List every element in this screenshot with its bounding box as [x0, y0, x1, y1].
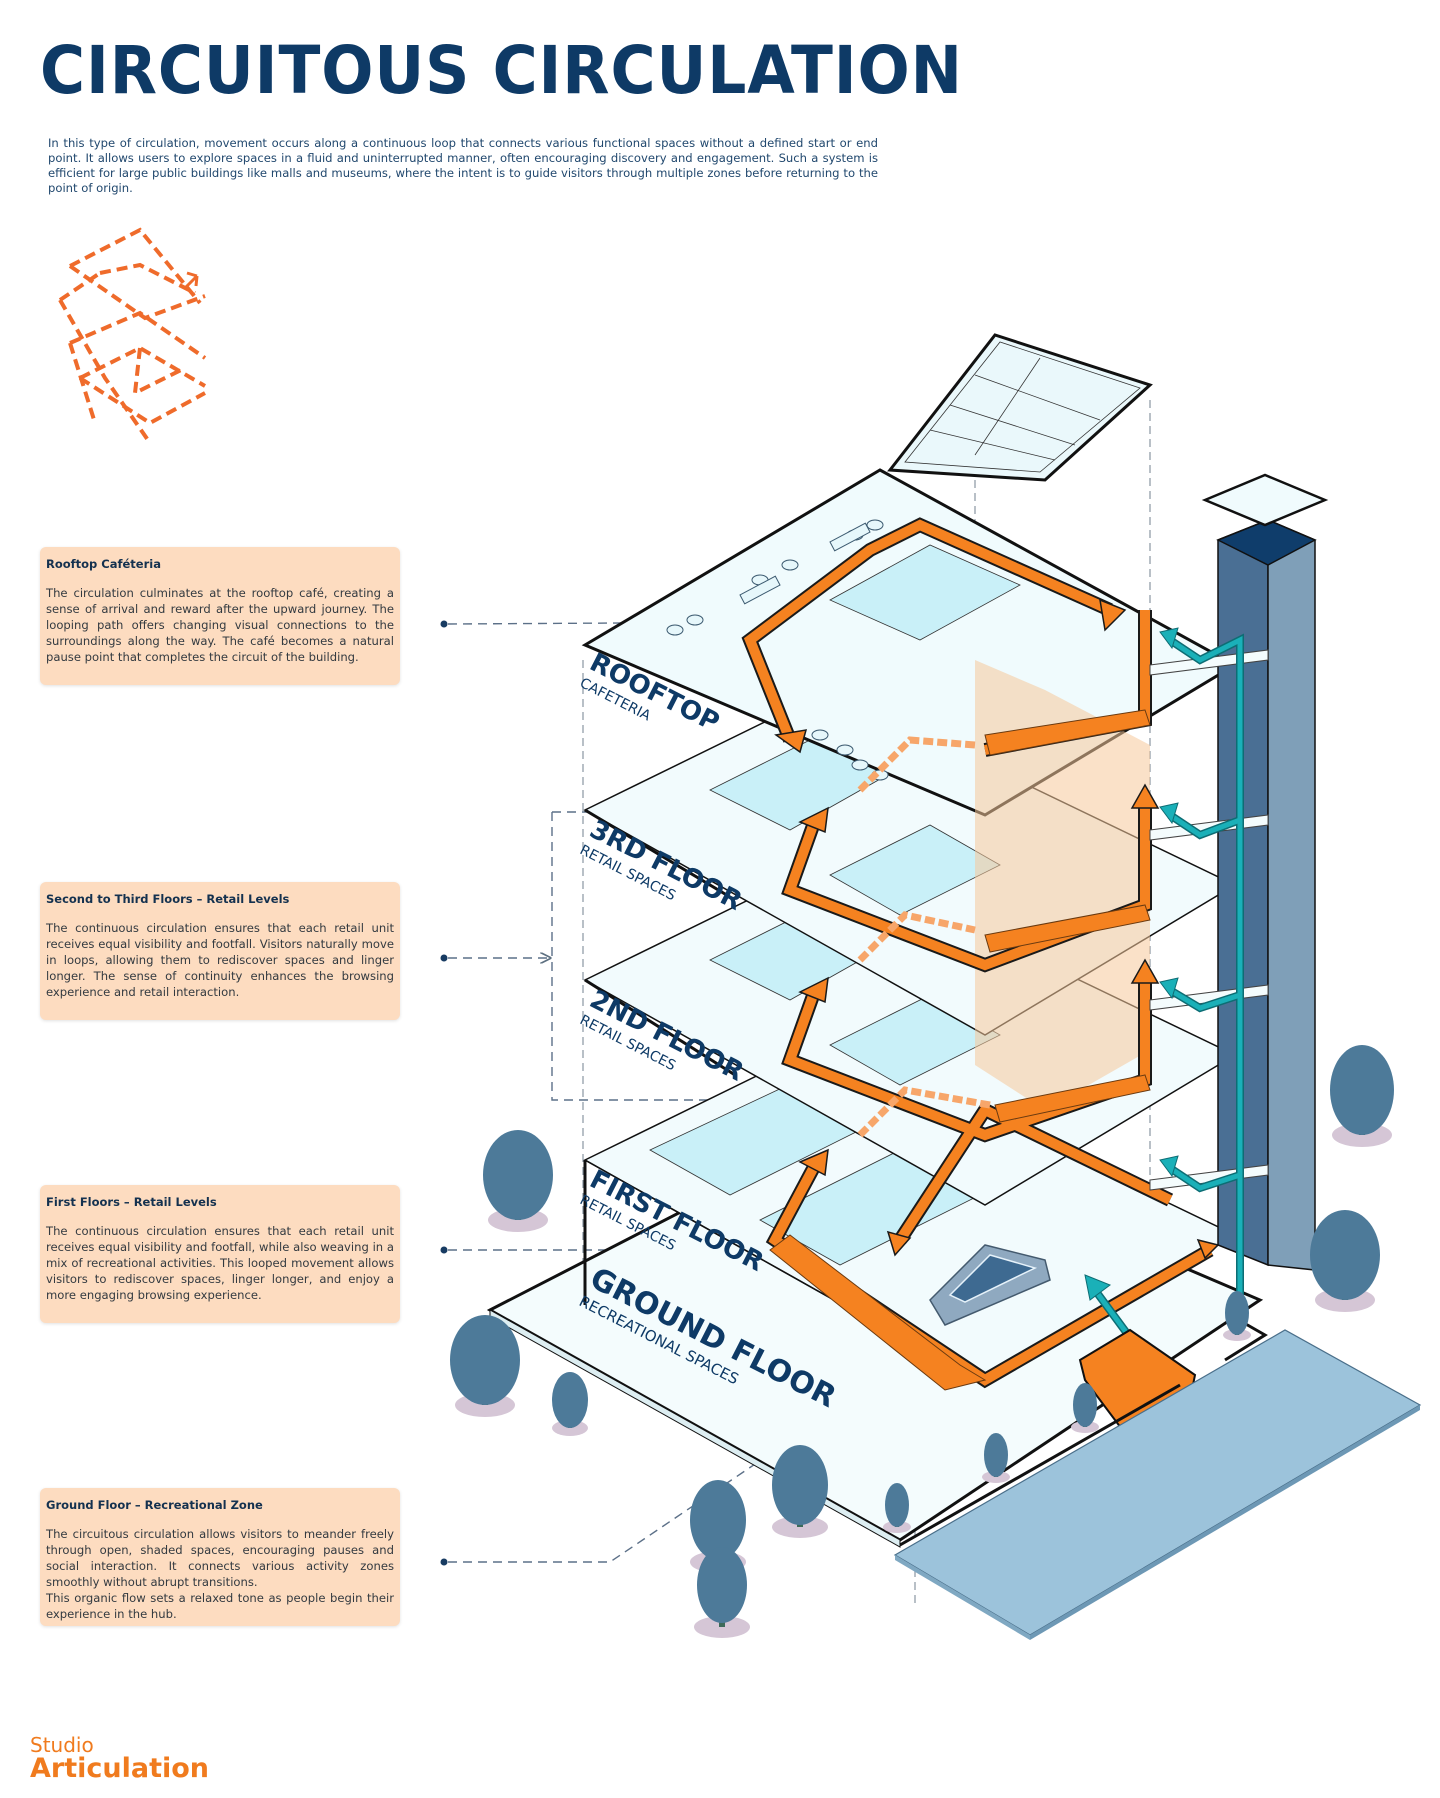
orange-arrowhead-icon [886, 1230, 912, 1257]
tree-icon [1310, 1210, 1380, 1312]
card-second-third: Second to Third Floors – Retail Levels T… [40, 882, 400, 1020]
tree-icon [552, 1372, 588, 1436]
orange-arrow [743, 519, 1113, 742]
dashed-stair-links [857, 736, 991, 1138]
orange-arrowhead-icon [774, 729, 808, 754]
tree-icon [772, 1445, 828, 1538]
tree-icon [694, 1547, 750, 1638]
orange-arrowhead-icon [1130, 783, 1160, 809]
card-title: First Floors – Retail Levels [46, 1195, 217, 1209]
teal-arrow [1168, 812, 1241, 838]
card-body: The circulation culminates at the roofto… [46, 586, 394, 664]
card-body: The circuitous circulation allows visito… [46, 1527, 394, 1621]
studio-logo: Studio Articulation [30, 1735, 209, 1783]
teal-arrow [1168, 635, 1243, 1320]
teal-arrow [1168, 1165, 1241, 1191]
card-body: The continuous circulation ensures that … [46, 1224, 394, 1302]
card-rooftop: Rooftop Caféteria The circulation culmin… [40, 547, 400, 685]
teal-arrow [1168, 987, 1241, 1011]
water-pool [893, 1329, 1422, 1640]
trees [450, 1045, 1394, 1638]
teal-arrowhead-icon [1159, 977, 1179, 1000]
circulation-arrowheads [774, 598, 1220, 1260]
card-ground: Ground Floor – Recreational Zone The cir… [40, 1488, 400, 1626]
cafe-tables [666, 519, 889, 781]
orange-arrow [895, 1103, 1173, 1243]
tree-icon [982, 1433, 1010, 1483]
orange-arrowhead-icon [798, 1148, 829, 1177]
teal-arrowhead-icon [1159, 802, 1179, 825]
orange-arrowhead-icon [1130, 958, 1160, 984]
rooftop-canopy-grid [904, 341, 1141, 473]
orange-arrowhead-icon [798, 976, 829, 1004]
card-title: Ground Floor – Recreational Zone [46, 1498, 263, 1512]
page-title: CIRCUITOUS CIRCULATION [40, 32, 963, 109]
orange-arrowhead-icon [798, 806, 829, 834]
stair-shaft-zone [975, 660, 1150, 1110]
tree-icon [1223, 1291, 1251, 1341]
stairs [769, 709, 1151, 1391]
orange-arrow [783, 975, 1150, 1141]
circuitous-loop-icon [58, 227, 207, 445]
tree-icon [1330, 1045, 1394, 1147]
intro-paragraph: In this type of circulation, movement oc… [48, 136, 878, 195]
orange-arrowhead-icon [1196, 1238, 1220, 1260]
card-first: First Floors – Retail Levels The continu… [40, 1185, 400, 1323]
logo-line-1: Studio [30, 1733, 94, 1757]
card-title: Second to Third Floors – Retail Levels [46, 892, 290, 906]
tree-icon [883, 1483, 911, 1533]
tree-icon [1071, 1383, 1099, 1433]
central-planter [929, 1244, 1051, 1326]
teal-arrowhead-icon [1159, 1155, 1179, 1178]
orange-arrow [783, 800, 1150, 971]
orange-arrowhead-icon [1099, 598, 1127, 632]
logo-line-2: Articulation [30, 1753, 210, 1784]
tree-icon [483, 1130, 553, 1232]
teal-arrowhead-icon [1084, 1274, 1112, 1301]
tree-icon [450, 1315, 520, 1417]
card-body: The continuous circulation ensures that … [46, 921, 394, 999]
teal-arrowheads [1084, 627, 1179, 1301]
teal-arrowhead-icon [1159, 627, 1179, 650]
card-title: Rooftop Caféteria [46, 557, 161, 571]
